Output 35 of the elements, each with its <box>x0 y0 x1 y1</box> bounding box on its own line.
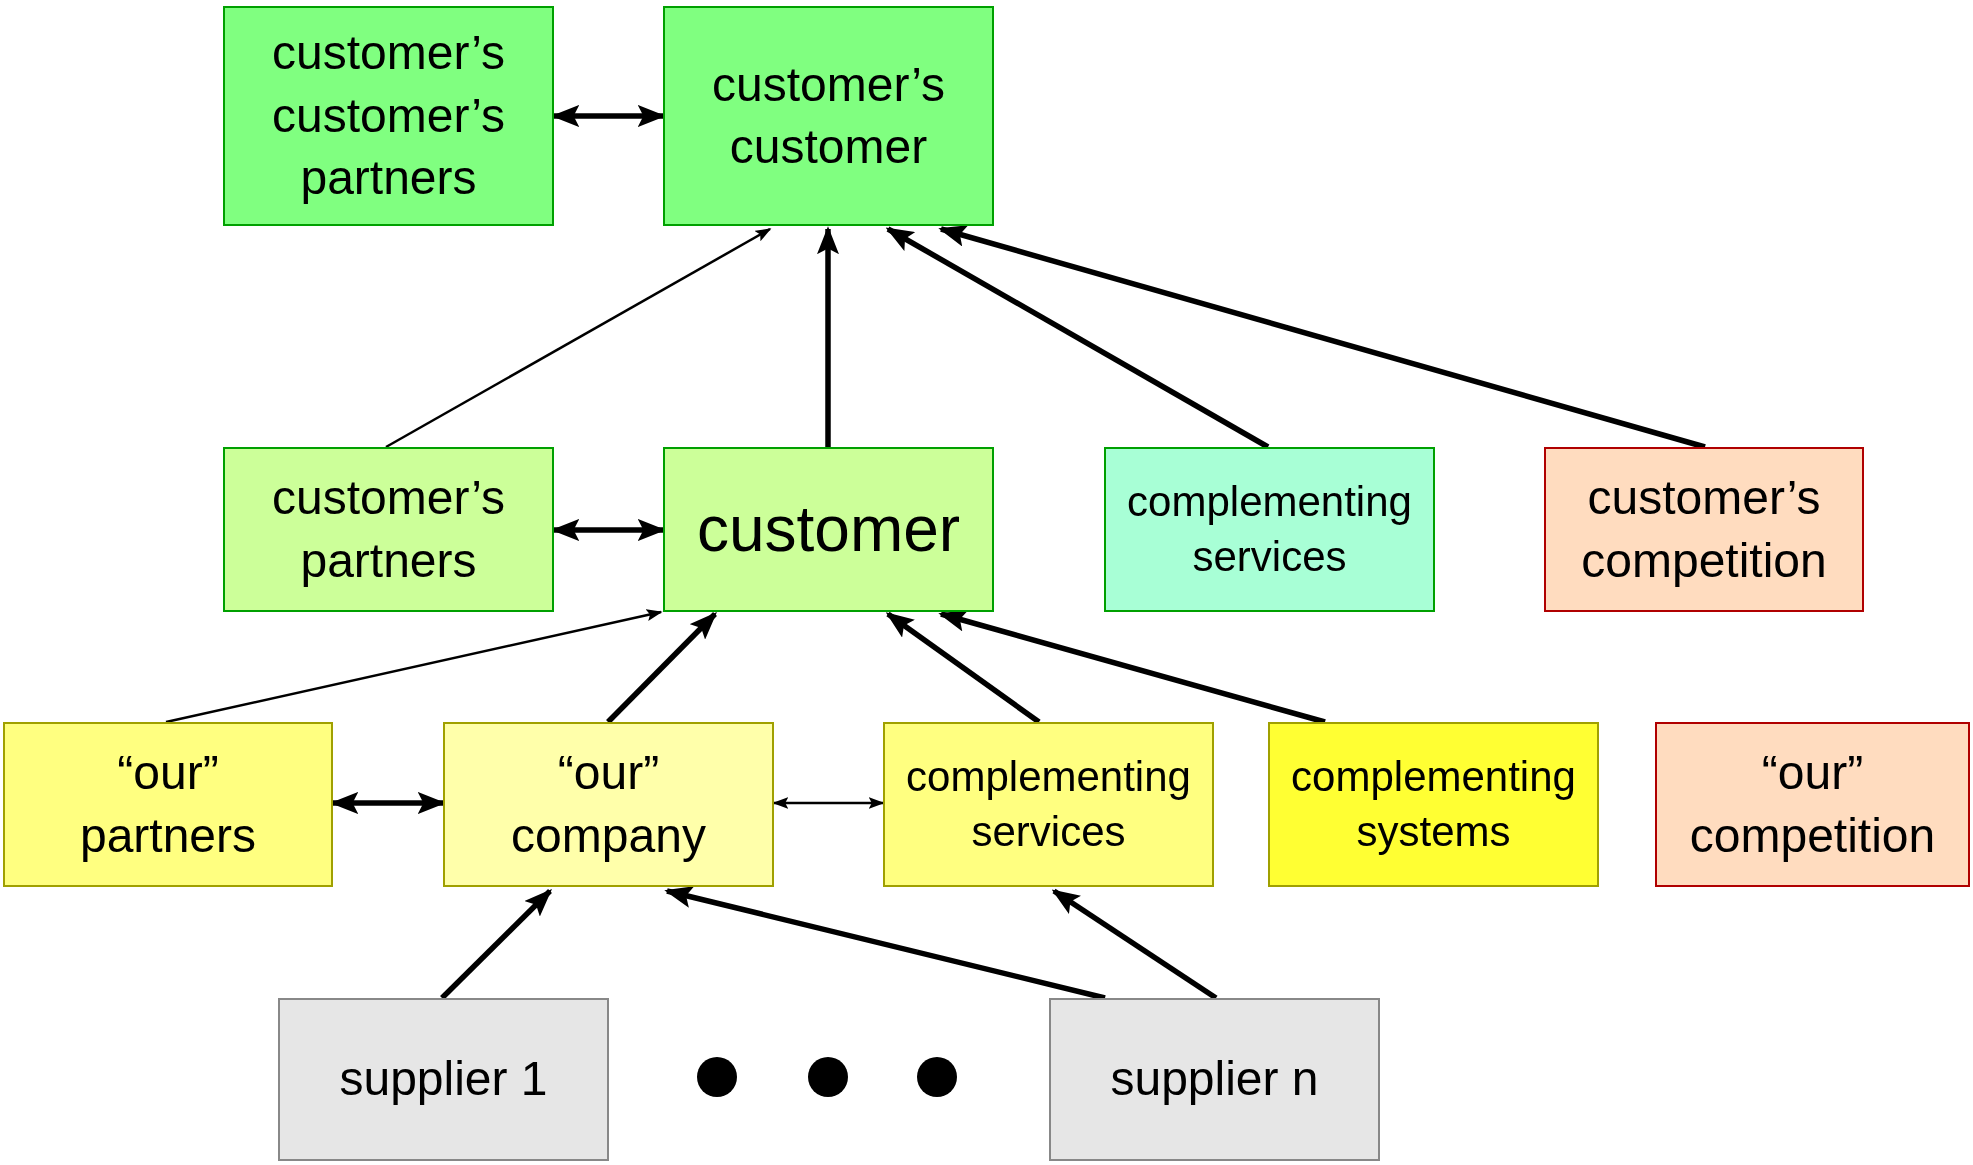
node-label: “our” partners <box>78 745 258 864</box>
arrow <box>886 226 1270 450</box>
node-label: “our” competition <box>1688 745 1937 864</box>
node-box <box>278 998 609 1161</box>
node-box <box>3 722 333 887</box>
arrow <box>440 889 552 1000</box>
arrow <box>606 612 717 724</box>
node-box <box>1104 447 1435 612</box>
arrow <box>1052 888 1218 1001</box>
node-label: customer’s competition <box>1580 470 1828 589</box>
node-label: “our” company <box>510 745 707 864</box>
node-label: complementing services <box>1126 476 1413 582</box>
arrow <box>664 885 1106 1001</box>
node-box <box>1655 722 1970 887</box>
node-box <box>883 722 1214 887</box>
node-box <box>223 6 554 226</box>
node-label: customer’s partners <box>271 470 506 589</box>
node-label: complementing systems <box>1290 751 1577 857</box>
node-box <box>1049 998 1380 1161</box>
node-box <box>443 722 774 887</box>
node-label: customer’s customer <box>711 56 946 175</box>
arrow <box>385 227 772 449</box>
node-box <box>1268 722 1599 887</box>
arrow <box>817 226 839 447</box>
node-label: supplier n <box>1110 1051 1319 1108</box>
node-box <box>663 447 994 612</box>
node-label: customer <box>696 491 961 567</box>
arrow <box>165 608 663 724</box>
node-label: supplier 1 <box>339 1051 548 1108</box>
arrow <box>886 611 1041 725</box>
node-box <box>663 6 994 226</box>
node-label: customer’s customer’s partners <box>271 25 506 207</box>
node-label: complementing services <box>905 751 1192 857</box>
node-box <box>223 447 554 612</box>
node-box <box>1544 447 1864 612</box>
